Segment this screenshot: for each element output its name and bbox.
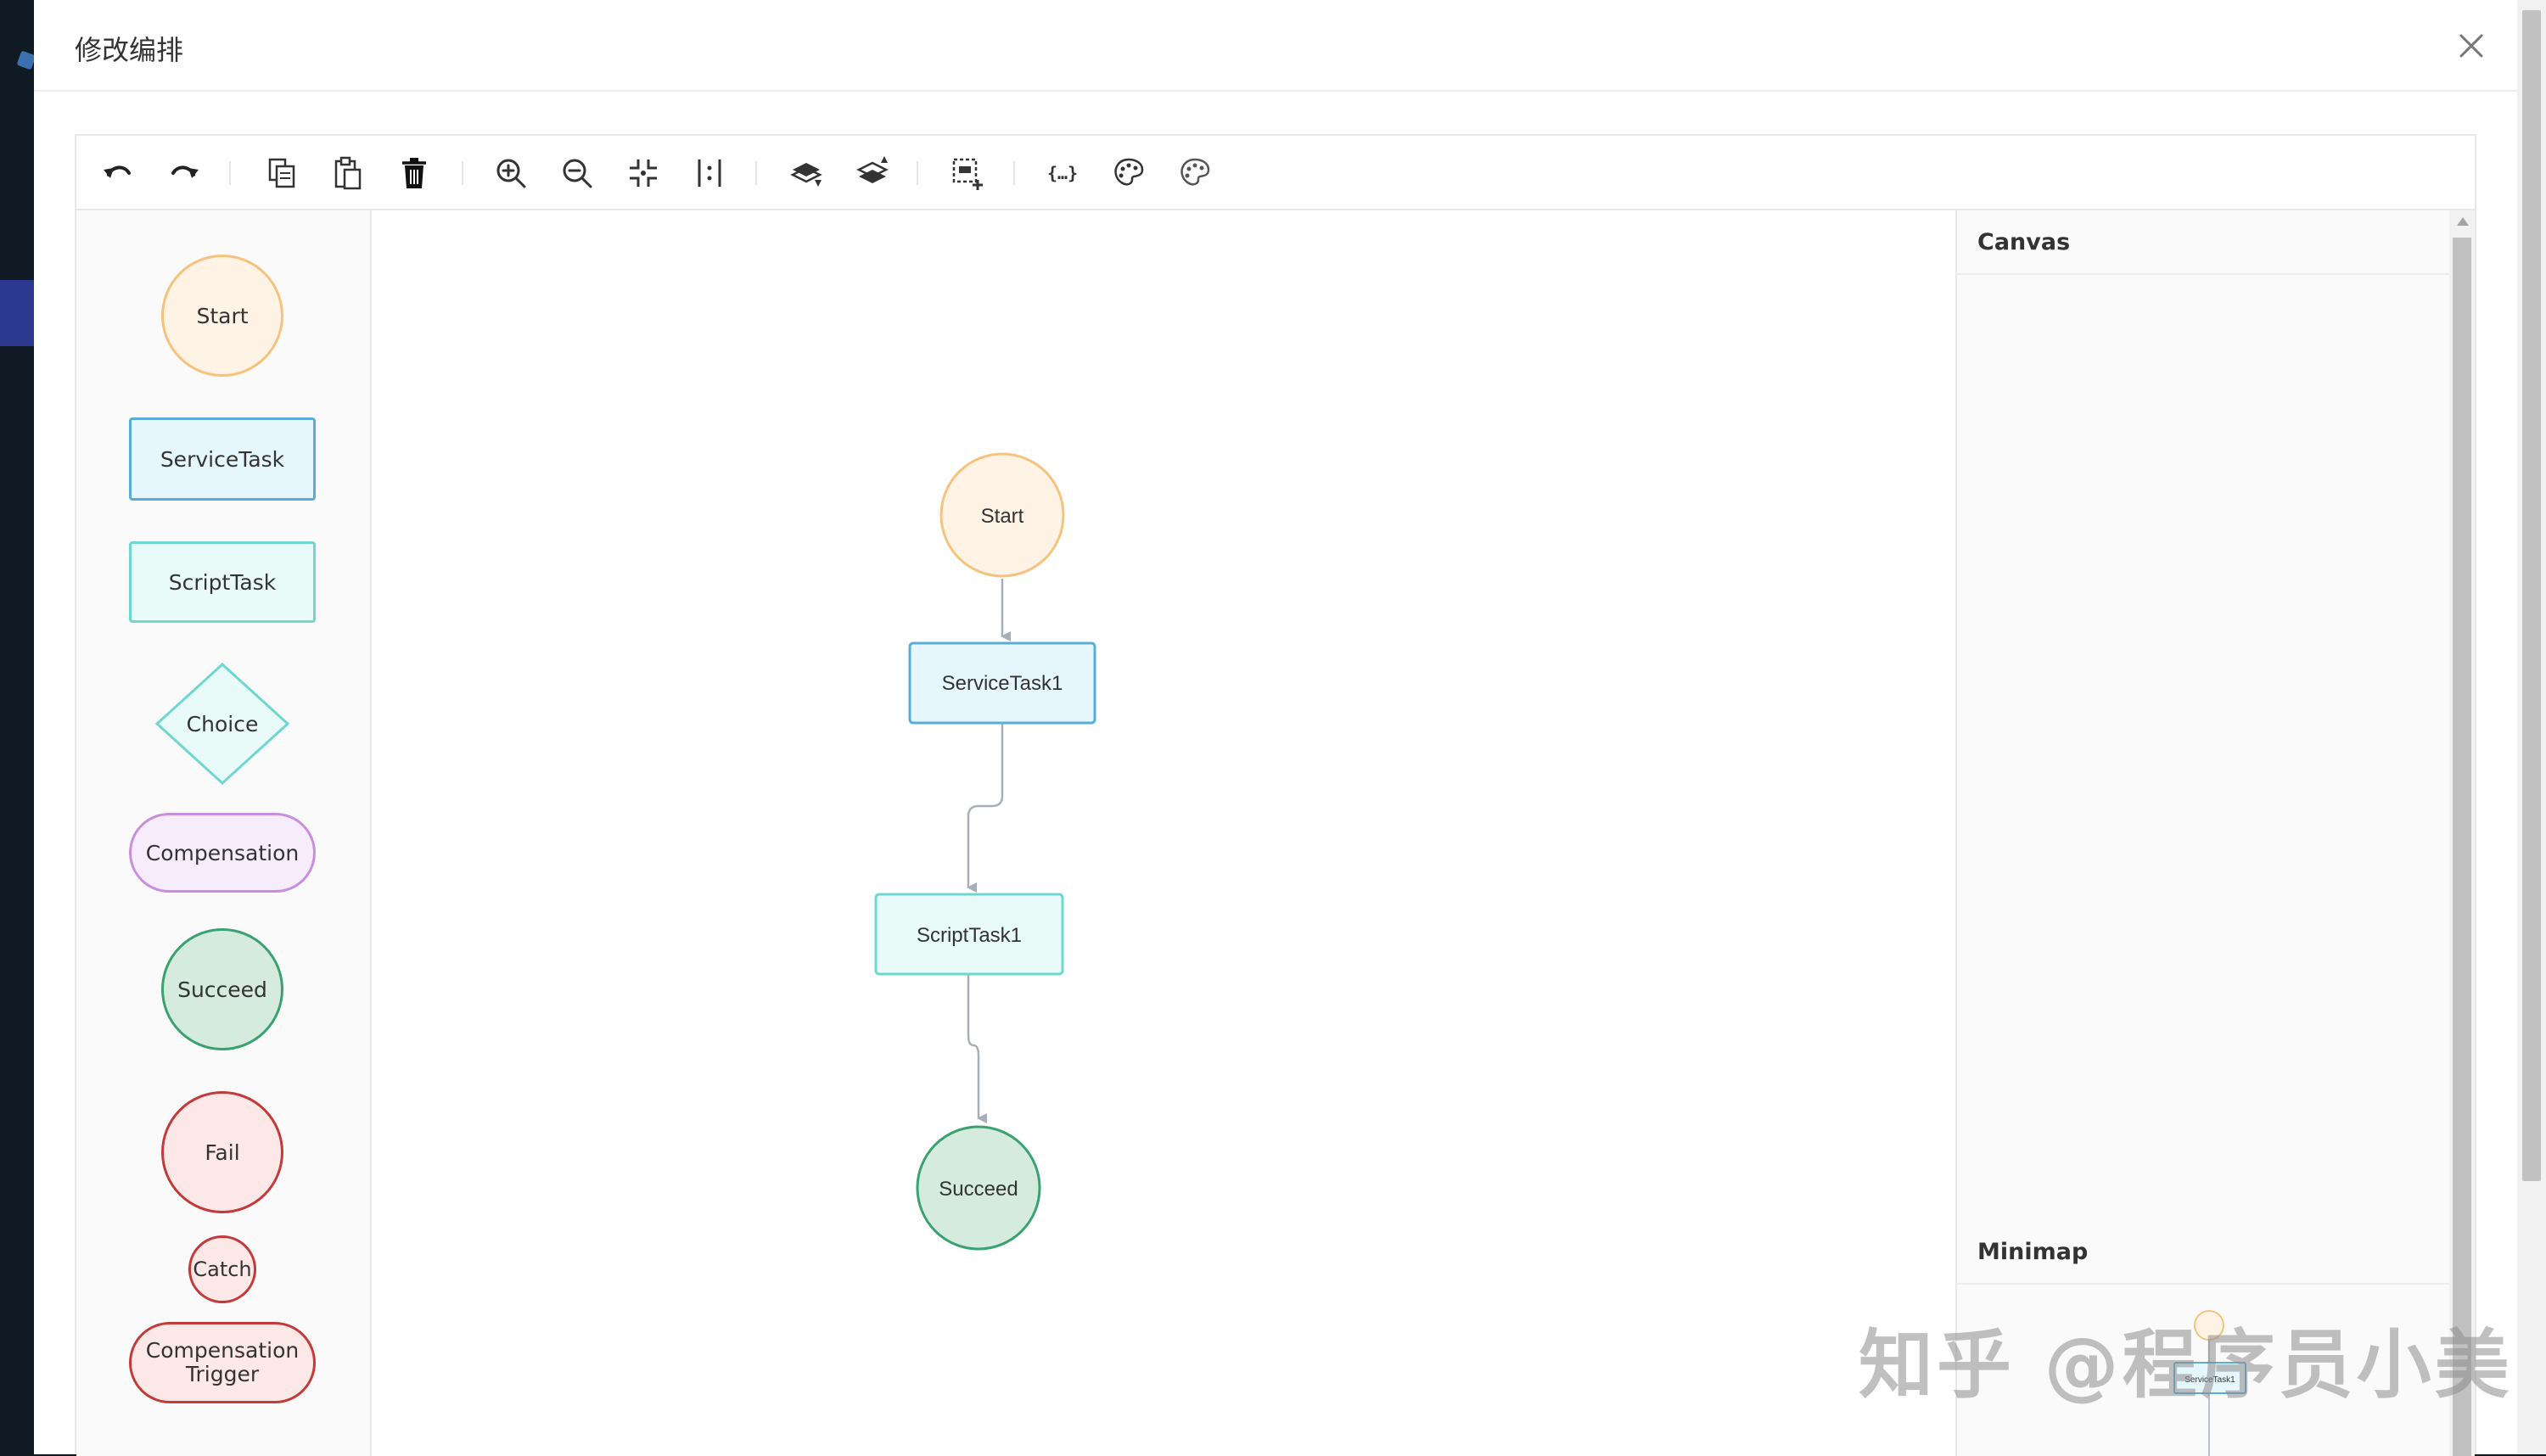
minimap-panel-header: Minimap [1957,1220,2449,1285]
panel-scrollbar[interactable] [2449,210,2475,1456]
palette-succeed-node[interactable]: Succeed [161,928,283,1050]
node-label: ScriptTask1 [917,924,1022,947]
editor-toolbar: {…} [76,136,2475,210]
dialog-title: 修改编排 [75,34,184,66]
json-view-icon[interactable]: {…} [1044,154,1081,192]
fit-view-icon[interactable] [625,154,662,192]
palette-icon[interactable] [1110,154,1147,192]
dialog-header: 修改编排 [34,0,2517,92]
page-scroll-thumb[interactable] [2522,10,2541,1181]
node-script-task[interactable]: ScriptTask1 [874,893,1064,976]
svg-text:{…}: {…} [1047,163,1078,183]
redo-icon[interactable] [166,154,204,192]
node-label: Succeed [939,1178,1018,1201]
close-icon[interactable] [2454,29,2488,63]
palette-item-label: Start [196,303,249,328]
node-label: ServiceTask1 [942,672,1063,695]
palette-item-label: Compensation [145,840,300,865]
diamond-shape [154,662,290,786]
palette-choice-node[interactable]: Choice [154,662,290,786]
palette-service-task-node[interactable]: ServiceTask [129,417,316,501]
flow-editor: {…} Start ServiceTask ScriptTask [75,134,2476,1456]
palette-script-task-node[interactable]: ScriptTask [129,541,316,623]
palette-item-label: Compensation [145,1338,300,1363]
palette-item-label: Succeed [177,977,267,1002]
palette-item-label: Catch [193,1257,252,1281]
node-palette: Start ServiceTask ScriptTask Choice Comp… [76,210,372,1456]
node-start[interactable]: Start [939,452,1065,578]
palette-item-label: Choice [186,711,259,736]
palette-item-label: Trigger [185,1362,260,1386]
minimap[interactable]: ServiceTask1 [1957,1285,2449,1456]
backdrop-nav-highlight [0,280,34,346]
palette-fail-node[interactable]: Fail [161,1091,283,1213]
minimap-graph: ServiceTask1 [2173,1310,2246,1456]
flow-graph: Start ServiceTask1 ScriptTask1 Succeed [874,452,1096,1251]
multi-select-icon[interactable] [949,154,986,192]
flow-canvas[interactable]: Start ServiceTask1 ScriptTask1 Succeed [372,210,1955,1456]
palette-item-label: ServiceTask [160,446,285,472]
paste-icon[interactable] [329,154,367,192]
edit-orchestration-dialog: 修改编排 [34,0,2517,1456]
canvas-panel-title: Canvas [1977,229,2071,255]
edge-script-to-succeed [967,974,987,1123]
palette-compensation-node[interactable]: Compensation [129,813,316,893]
canvas-panel-header: Canvas [1957,210,2449,275]
edge-service-to-script [967,723,1004,893]
bring-to-front-icon[interactable] [788,154,825,192]
actual-size-icon[interactable] [691,154,728,192]
palette-item-label: Fail [205,1140,240,1165]
node-service-task[interactable]: ServiceTask1 [908,641,1096,725]
send-to-back-icon[interactable] [854,154,891,192]
palette-catch-node[interactable]: Catch [188,1235,256,1303]
minimap-node-label: ServiceTask1 [2184,1375,2235,1385]
details-panel: Canvas Minimap ServiceTask1 [1955,210,2449,1456]
zoom-out-icon[interactable] [558,154,596,192]
palette-item-label: ScriptTask [168,569,277,595]
zoom-in-icon[interactable] [492,154,530,192]
minimap-panel-title: Minimap [1977,1239,2089,1265]
scroll-up-arrow-icon[interactable] [2457,217,2469,226]
page-scrollbar[interactable] [2517,0,2546,1454]
palette-start-node[interactable]: Start [161,255,283,377]
palette-compensation-trigger-node[interactable]: Compensation Trigger [129,1322,316,1403]
delete-icon[interactable] [395,154,433,192]
node-succeed[interactable]: Succeed [916,1125,1041,1251]
palette-alt-icon[interactable] [1176,154,1214,192]
watermark: 知乎 @程序员小美 [1859,1321,2513,1408]
node-label: Start [981,505,1024,528]
panel-scroll-thumb[interactable] [2453,238,2471,1456]
undo-icon[interactable] [98,154,136,192]
copy-icon[interactable] [263,154,300,192]
